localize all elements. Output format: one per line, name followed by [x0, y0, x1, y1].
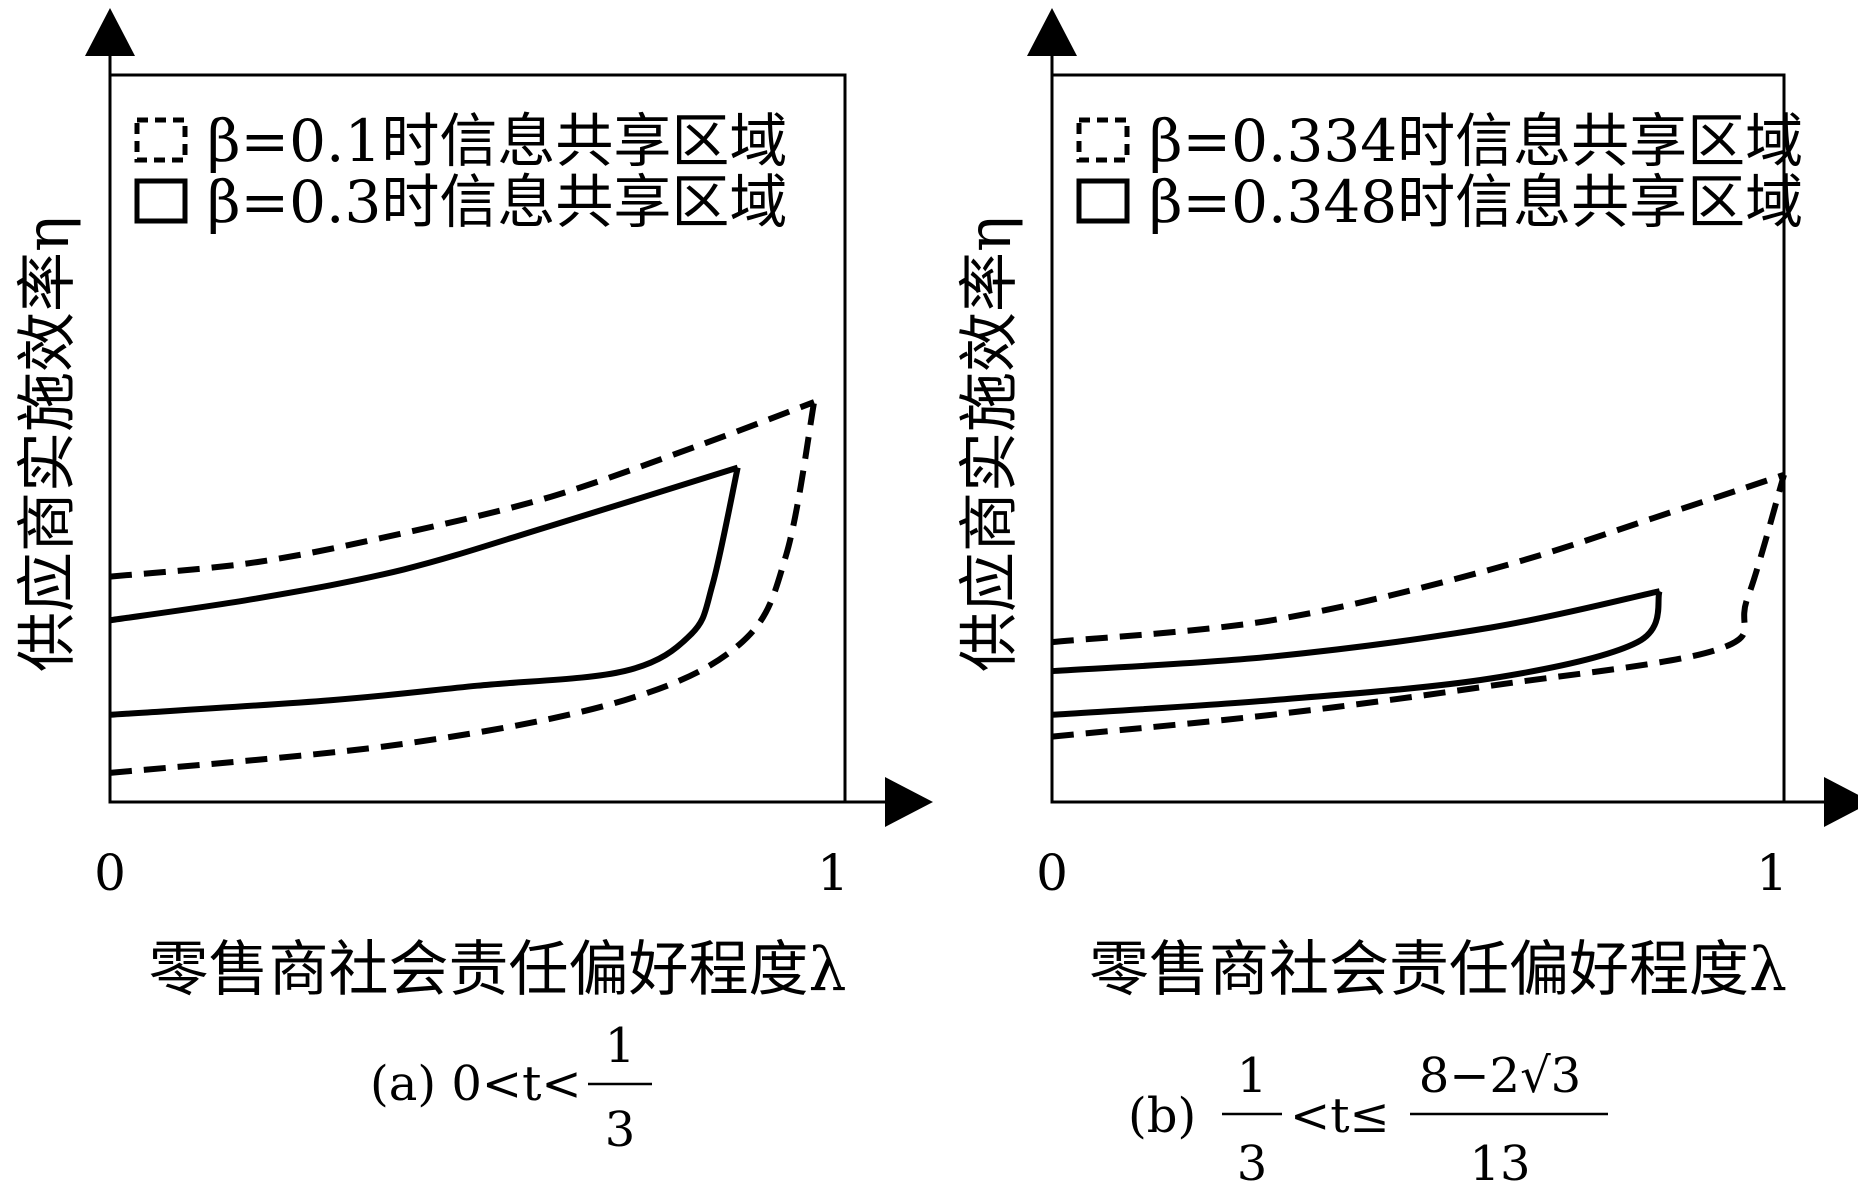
x-axis-label: 零售商社会责任偏好程度λ: [1089, 935, 1787, 1005]
series-beta-0.3-region: [109, 464, 741, 718]
x-tick-label: 0: [94, 844, 126, 902]
caption-fraction-numerator: 1: [605, 1018, 636, 1074]
y-axis-label: 供应商实施效率η: [13, 216, 83, 672]
legend-entry: β=0.348时信息共享区域: [1149, 168, 1803, 236]
caption-prefix: (a) 0<t<: [370, 1056, 582, 1112]
series-beta-0.348-region: [1051, 588, 1663, 718]
x-tick-label: 0: [1036, 844, 1068, 902]
legend-key-solid: [1076, 178, 1130, 224]
caption-fraction-denominator: 3: [605, 1102, 636, 1158]
series-beta-0.1-region: [109, 399, 818, 776]
x-axis-label: 零售商社会责任偏好程度λ: [148, 935, 846, 1005]
x-axis-arrow: [885, 777, 933, 827]
x-axis-arrow: [1824, 777, 1858, 827]
panel-a: 0 1 零售商社会责任偏好程度λ 供应商实施效率η β=0.1时信息共享区域 β…: [13, 8, 933, 1158]
y-axis-label: 供应商实施效率η: [955, 216, 1025, 672]
caption-b: (b) 1 3 <t≤ 8−2√3 13: [1128, 1048, 1608, 1192]
legend-key-solid: [134, 178, 188, 224]
y-axis-arrow: [1027, 8, 1077, 56]
caption-prefix: (b): [1128, 1088, 1196, 1144]
y-axis-arrow: [85, 8, 135, 56]
caption-fraction-denominator: 13: [1469, 1136, 1530, 1192]
caption-fraction-numerator: 8−2√3: [1419, 1048, 1581, 1104]
x-tick-label: 1: [817, 844, 849, 902]
caption-fraction-denominator: 3: [1237, 1136, 1268, 1192]
caption-a: (a) 0<t< 1 3: [370, 1018, 652, 1158]
x-tick-label: 1: [1756, 844, 1788, 902]
legend-entry: β=0.334时信息共享区域: [1149, 107, 1803, 175]
series-beta-0.334-region: [1051, 471, 1787, 740]
legend-entry: β=0.1时信息共享区域: [207, 107, 787, 175]
legend-key-dashed: [1076, 117, 1130, 163]
legend-key-dashed: [134, 117, 188, 163]
panel-b: 0 1 零售商社会责任偏好程度λ 供应商实施效率η β=0.334时信息共享区域…: [955, 8, 1858, 1192]
caption-fraction-numerator: 1: [1237, 1048, 1268, 1104]
caption-relation: <t≤: [1290, 1088, 1390, 1144]
legend-entry: β=0.3时信息共享区域: [207, 168, 787, 236]
